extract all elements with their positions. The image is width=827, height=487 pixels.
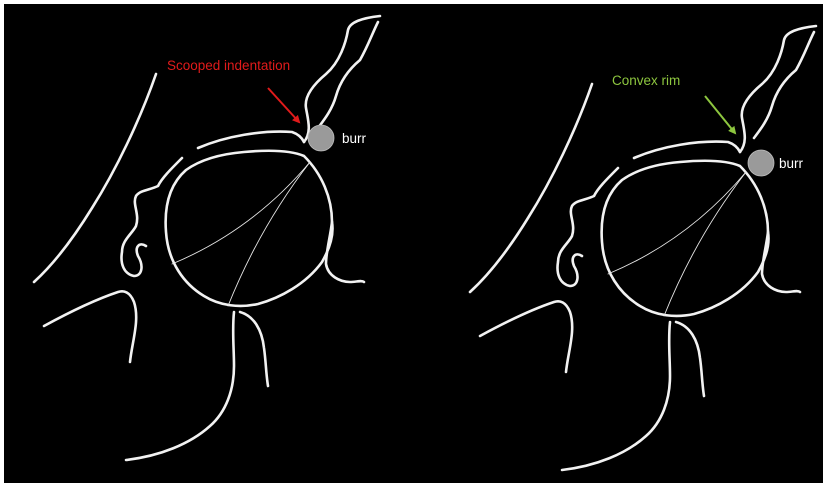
convex-rim-arrow — [705, 96, 735, 133]
left-burr-label: burr — [342, 131, 367, 146]
right-hip-diagram: burr Convex rim — [470, 26, 816, 470]
scooped-indentation-label: Scooped indentation — [167, 58, 290, 73]
right-burr-label: burr — [779, 156, 804, 171]
left-hip-diagram: burr Scooped indentation — [34, 16, 380, 460]
left-burr — [308, 125, 334, 151]
convex-rim-label: Convex rim — [612, 73, 680, 88]
right-burr — [748, 150, 774, 176]
scooped-indentation-arrow — [268, 88, 299, 122]
